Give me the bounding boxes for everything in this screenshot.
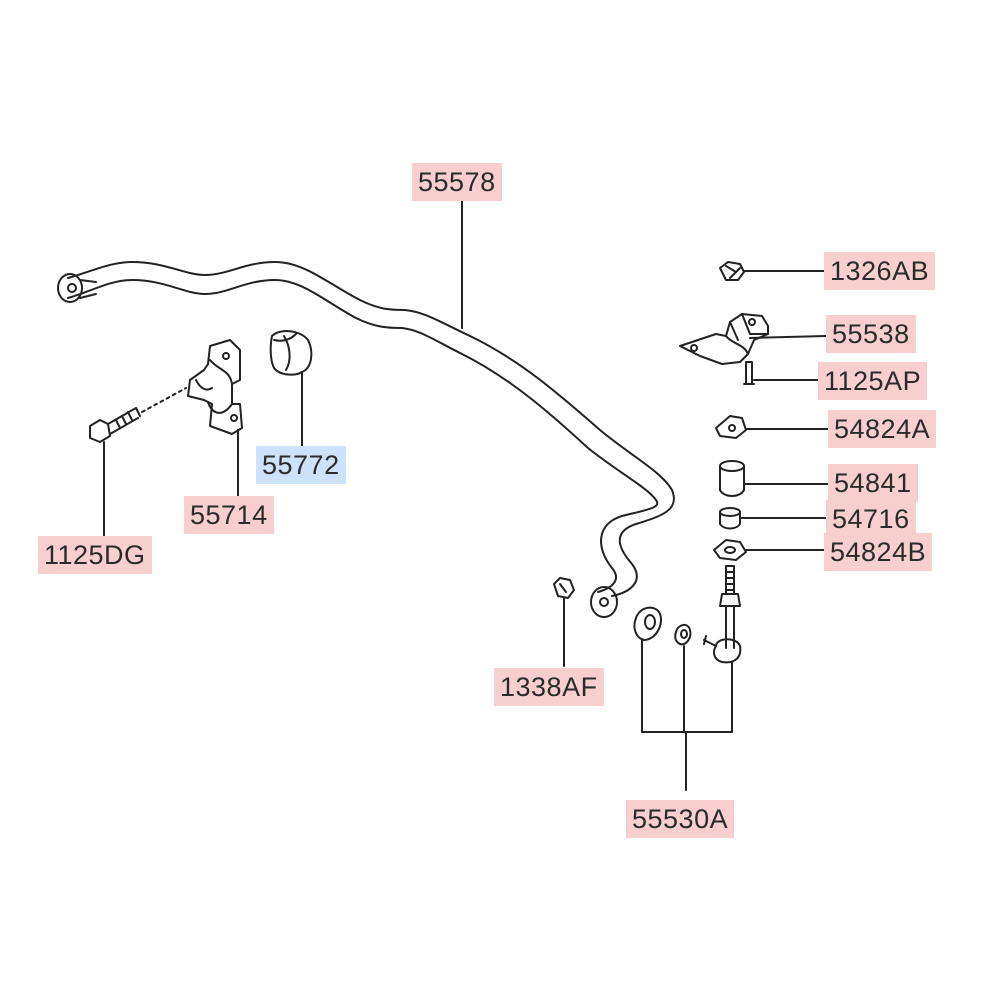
top-nut-drawing xyxy=(719,261,745,281)
lower-washer-drawing xyxy=(713,539,747,561)
callout-55538[interactable]: 55538 xyxy=(826,315,916,353)
callout-1125dg[interactable]: 1125DG xyxy=(38,536,152,574)
callout-55530a[interactable]: 55530A xyxy=(626,800,735,838)
callout-54841[interactable]: 54841 xyxy=(828,464,918,502)
bushing-clamp-drawing xyxy=(187,339,243,435)
lower-bushing-drawing xyxy=(719,507,741,530)
bolt-axis-line xyxy=(141,387,187,413)
link-bushings-drawing xyxy=(633,606,692,646)
callout-55772[interactable]: 55772 xyxy=(256,446,346,484)
stabilizer-bar xyxy=(57,261,675,618)
callout-54824a[interactable]: 54824A xyxy=(828,410,937,448)
callout-54824b[interactable]: 54824B xyxy=(824,533,933,571)
callout-1338af[interactable]: 1338AF xyxy=(494,668,604,706)
callout-55714[interactable]: 55714 xyxy=(184,496,274,534)
clamp-bolt-drawing xyxy=(89,407,141,443)
leader-55530a xyxy=(641,639,733,791)
leader-55538 xyxy=(749,335,827,339)
link-nut-drawing xyxy=(553,577,575,599)
bracket-drawing xyxy=(679,313,769,365)
upper-washer-drawing xyxy=(715,415,747,439)
callout-54716[interactable]: 54716 xyxy=(826,500,916,538)
link-rod-drawing xyxy=(703,565,742,664)
bar-bushing-drawing xyxy=(269,330,313,376)
callout-1326ab[interactable]: 1326AB xyxy=(824,252,936,290)
bracket-bolt-drawing xyxy=(743,361,755,385)
callout-1125ap[interactable]: 1125AP xyxy=(818,362,928,400)
upper-bushing-drawing xyxy=(719,460,745,497)
callout-55578[interactable]: 55578 xyxy=(412,163,502,201)
